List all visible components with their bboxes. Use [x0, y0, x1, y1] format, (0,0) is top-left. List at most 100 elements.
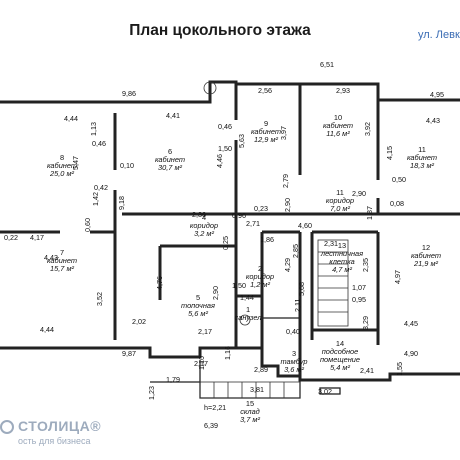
dimension-label: 4,44: [64, 114, 78, 123]
room-area: 5,4 м²: [330, 363, 350, 372]
dimension-label: 0,25: [221, 236, 230, 250]
dimension-label: 2,02: [132, 317, 146, 326]
dimension-label: 4,45: [404, 319, 418, 328]
dimension-label: 2,90: [211, 286, 220, 300]
dimension-label: 1,10: [197, 356, 206, 370]
room-area: 4,7 м²: [332, 265, 352, 274]
dimension-label: 2,17: [198, 327, 212, 336]
dimension-label: 4,97: [393, 270, 402, 284]
room-name: коридор: [190, 221, 218, 230]
room-area: 11,6 м²: [326, 129, 350, 138]
dimension-label: 1,50: [218, 144, 232, 153]
room-area: 30,7 м²: [158, 163, 183, 172]
dimension-label: 9,87: [122, 349, 136, 358]
dimension-label: 1,16: [223, 346, 232, 360]
dimension-label: 9,18: [117, 196, 126, 210]
dimension-label: 1,86: [260, 235, 274, 244]
dimension-label: 0,10: [120, 161, 134, 170]
room-name: клетка: [329, 257, 354, 266]
dimension-label: 4,46: [215, 154, 224, 168]
room-number: 4: [202, 213, 206, 222]
dimension-label: 3,81: [250, 385, 264, 394]
room-area: 5,6 м²: [188, 309, 208, 318]
dimension-label: 1,13: [89, 122, 98, 136]
dimension-label: 3,02: [318, 387, 332, 396]
dimension-label: 1,07: [352, 283, 366, 292]
dimension-label: 4,17: [30, 233, 44, 242]
room-number: 5: [196, 293, 200, 302]
dimension-label: 2,90: [352, 189, 366, 198]
room-area: 18,3 м²: [410, 161, 435, 170]
dimension-label: 4,41: [166, 111, 180, 120]
watermark-name: СТОЛИЦА®: [18, 418, 102, 434]
dimension-label: 4,43: [44, 253, 58, 262]
room-area: 7,0 м²: [330, 204, 350, 213]
stair-height-label: h=2,21: [204, 403, 226, 412]
watermark: СТОЛИЦА® ость для бизнеса: [0, 416, 150, 460]
dimension-label: 2,36: [192, 210, 206, 219]
room-number: 6: [168, 147, 172, 156]
dimension-label: 1,42: [91, 192, 100, 206]
room-name: склад: [240, 407, 260, 416]
dimension-label: 3,29: [361, 316, 370, 330]
dimension-label: 3,52: [95, 292, 104, 306]
dimension-label: 1,87: [365, 206, 374, 220]
dimension-label: 4,15: [385, 146, 394, 160]
dimension-label: 0,60: [83, 218, 92, 232]
room-name: кабинет: [47, 256, 77, 265]
dimension-label: 2,35: [361, 258, 370, 272]
room-name: тамбур: [280, 357, 307, 366]
dimension-label: 2,89: [254, 365, 268, 374]
dimension-label: 2,11: [293, 299, 302, 312]
dimension-label: 2,17: [194, 359, 208, 368]
room-number: 8: [60, 153, 64, 162]
room-name: кабинет: [323, 121, 353, 130]
dimension-label: 4,90: [404, 349, 418, 358]
room-number: 14: [336, 339, 344, 348]
room-number: 1: [246, 305, 250, 314]
room-name: кабинет: [251, 127, 281, 136]
dimension-label: 6,39: [204, 421, 218, 430]
room-area: 12,9 м²: [254, 135, 279, 144]
watermark-tagline: ость для бизнеса: [18, 436, 91, 446]
room-name: кабинет: [155, 155, 185, 164]
room-name: помещение: [320, 355, 360, 364]
dimension-label: 0,22: [4, 233, 18, 242]
room-number: 11: [418, 145, 426, 154]
dimension-label: 9,86: [122, 89, 136, 98]
staircase: [199, 81, 349, 399]
dimension-label: 4,60: [298, 221, 312, 230]
room-name: топочная: [181, 301, 215, 310]
dimension-label: 0,46: [218, 122, 232, 131]
dimension-label: 0,95: [352, 295, 366, 304]
dimension-label: 4,76: [155, 276, 164, 290]
dimension-label: 2,85: [291, 244, 300, 258]
dimension-label: 4,29: [283, 258, 292, 272]
dimension-label: 5,68: [297, 282, 306, 296]
room-area: 25,0 м²: [49, 169, 75, 178]
dimension-label: 0,96: [232, 211, 246, 220]
room-name: коридор: [326, 196, 354, 205]
dimension-label: 2,93: [336, 86, 350, 95]
logo-icon: [0, 420, 14, 434]
dimension-label: 4,95: [430, 90, 444, 99]
address-label: ул. Левк: [418, 29, 460, 41]
room-number: 13: [338, 241, 346, 250]
dimension-label: 0,23: [254, 204, 268, 213]
room-number: 12: [422, 243, 430, 252]
room-area: 1,2 м²: [250, 280, 270, 289]
dimension-label: 4,44: [40, 325, 54, 334]
room-name: кабинет: [47, 161, 77, 170]
dimension-label: 1,55: [395, 362, 404, 376]
room-area: 3,2 м²: [194, 229, 214, 238]
room-name: лестничная: [320, 249, 363, 258]
room-number: 9: [264, 119, 268, 128]
room-name: коридор: [246, 272, 274, 281]
room-name: санузел: [235, 313, 263, 322]
dimension-label: 2,71: [246, 219, 260, 228]
room-area: 21,9 м²: [413, 259, 439, 268]
dimension-label: 5,47: [71, 156, 80, 170]
dimension-label: 2,90: [283, 198, 292, 212]
dimension-label: 0,50: [392, 175, 406, 184]
